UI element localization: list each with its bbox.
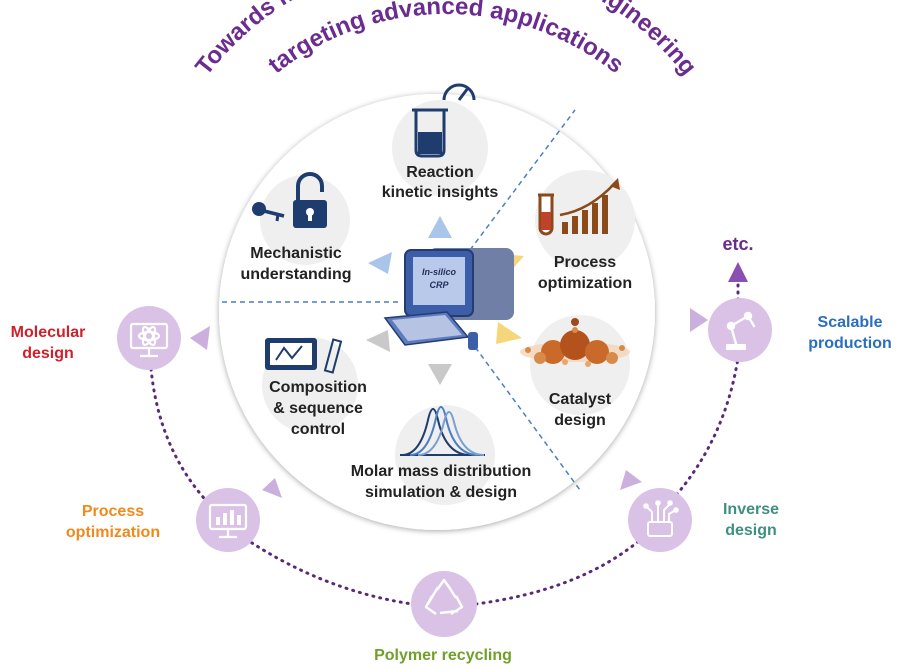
svg-text:design: design [22, 345, 74, 362]
beaker-gauge-icon [412, 83, 476, 158]
test-tube-chart-icon [538, 178, 620, 236]
label-scalable-production: Scalable production [808, 314, 892, 352]
tablet-ruler-icon [265, 338, 343, 374]
chip-icon [643, 500, 679, 537]
arrowhead-to-process [262, 478, 282, 498]
svg-text:understanding: understanding [240, 266, 351, 283]
svg-text:Catalyst: Catalyst [549, 391, 612, 408]
title-line-2: targeting advanced applications [263, 0, 629, 79]
svg-text:Inverse: Inverse [723, 501, 779, 518]
label-molecular-design: Molecular design [11, 324, 86, 362]
svg-text:Process: Process [82, 503, 144, 520]
distribution-curves-icon [400, 406, 485, 456]
svg-text:design: design [554, 412, 606, 429]
svg-text:control: control [291, 421, 345, 438]
arrowhead-to-scalable [690, 308, 708, 332]
svg-text:kinetic insights: kinetic insights [382, 184, 499, 201]
dotted-path-process-to-recycling [238, 533, 414, 606]
dotted-path-recycling-to-inverse [474, 538, 642, 606]
svg-text:design: design [725, 522, 777, 539]
outer-arrowheads [190, 308, 708, 498]
arrow-down-left [366, 330, 390, 352]
arrow-up-left [368, 252, 392, 274]
recycle-icon [424, 578, 464, 616]
dotted-path-molecular-to-process [148, 353, 217, 512]
circle-dividers [222, 109, 581, 491]
outer-cycle [148, 280, 740, 606]
svg-text:Mechanistic: Mechanistic [250, 245, 342, 262]
arrow-down-right [496, 322, 522, 344]
svg-text:& sequence: & sequence [273, 400, 363, 417]
catalyst-molecule-icon [520, 318, 630, 367]
computer-screen-label-2: CRP [429, 280, 449, 290]
svg-text:Scalable: Scalable [818, 314, 883, 331]
arrow-down [428, 364, 452, 385]
node-inverse-design [628, 488, 692, 552]
etc-label: etc. [722, 234, 753, 254]
svg-text:Composition: Composition [269, 379, 367, 396]
node-polymer-recycling [411, 571, 477, 637]
label-polymer-recycling: Polymer recycling [374, 647, 512, 664]
title: Towards modern polymer science & enginee… [190, 0, 701, 80]
label-composition: Composition & sequence control [269, 379, 367, 438]
label-molar-mass: Molar mass distribution simulation & des… [351, 463, 531, 501]
label-catalyst-design: Catalyst design [549, 391, 612, 429]
svg-text:Molar mass distribution: Molar mass distribution [351, 463, 531, 480]
label-inverse-design: Inverse design [723, 501, 779, 539]
etc-arrow [728, 262, 748, 282]
atom-monitor-icon [129, 322, 169, 358]
chart-monitor-icon [208, 503, 248, 539]
svg-text:Molecular: Molecular [11, 324, 86, 341]
label-mechanistic: Mechanistic understanding [240, 245, 351, 283]
dotted-path-inverse-to-scalable [670, 356, 740, 502]
svg-text:optimization: optimization [538, 275, 632, 292]
node-scalable-production [708, 298, 772, 362]
node-process-optimization [196, 488, 260, 552]
svg-text:Process: Process [554, 254, 616, 271]
robot-arm-icon [726, 311, 756, 350]
label-process-optimization-inner: Process optimization [538, 254, 632, 292]
svg-text:optimization: optimization [66, 524, 160, 541]
svg-text:simulation & design: simulation & design [365, 484, 517, 501]
node-molecular-design [117, 306, 181, 370]
label-reaction-kinetic: Reaction kinetic insights [382, 164, 499, 201]
svg-text:production: production [808, 335, 892, 352]
lock-key-icon [252, 172, 327, 228]
svg-text:Reaction: Reaction [406, 164, 474, 181]
arrowhead-to-inverse [620, 470, 642, 490]
arrowhead-to-molecular [190, 326, 210, 350]
arrow-up [428, 216, 452, 238]
computer-screen-label-1: In-silico [422, 267, 457, 277]
label-process-optimization-outer: Process optimization [66, 503, 160, 541]
computer-icon: In-silico CRP [383, 248, 514, 350]
